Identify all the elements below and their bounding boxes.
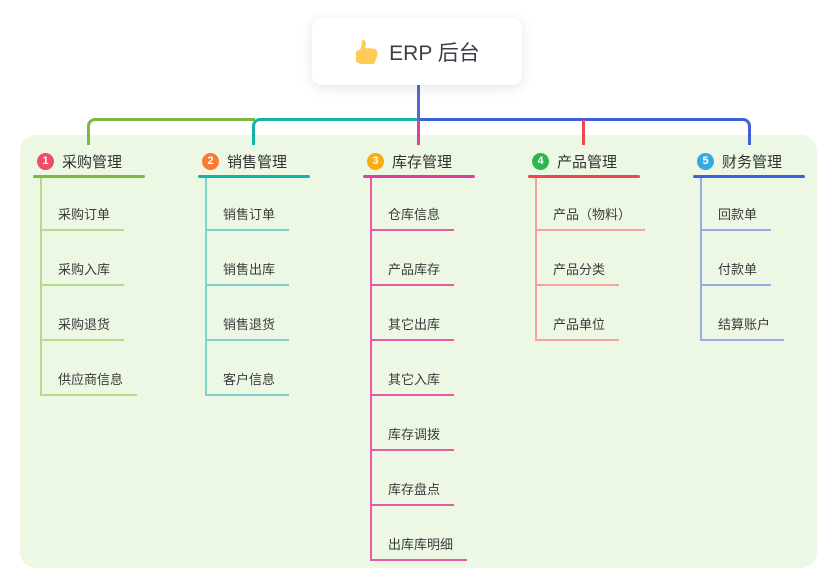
branch-label: 财务管理 (722, 154, 783, 171)
child-node[interactable]: 销售出库 (205, 233, 290, 286)
branch-node[interactable]: 2 销售管理 (198, 148, 364, 175)
connector-branch-2 (252, 118, 420, 145)
branch-label: 采购管理 (62, 154, 123, 171)
branch-badge: 1 (37, 153, 54, 170)
branch-node[interactable]: 3 库存管理 (363, 148, 529, 175)
child-node[interactable]: 库存盘点 (370, 453, 455, 506)
canvas-panel (20, 135, 817, 568)
child-connector (535, 178, 537, 341)
branch-badge: 2 (202, 153, 219, 170)
child-node[interactable]: 出库库明细 (370, 508, 468, 561)
branch-underline (198, 175, 310, 178)
child-node[interactable]: 销售订单 (205, 178, 290, 231)
root-title: ERP 后台 (389, 41, 480, 65)
branch-finance: 5 财务管理 回款单 付款单 结算账户 (693, 148, 839, 341)
connector-branch-4 (582, 120, 585, 145)
child-node[interactable]: 结算账户 (700, 288, 785, 341)
child-node[interactable]: 采购入库 (40, 233, 125, 286)
branch-inventory: 3 库存管理 仓库信息 产品库存 其它出库 其它入库 库存调拨 库存盘点 出库库… (363, 148, 529, 561)
child-connector (205, 178, 207, 396)
branch-underline (528, 175, 640, 178)
branch-label: 库存管理 (392, 154, 453, 171)
child-node[interactable]: 销售退货 (205, 288, 290, 341)
branch-underline (33, 175, 145, 178)
connector-branch-1 (87, 118, 255, 145)
child-connector (40, 178, 42, 396)
connector-branch-5 (582, 118, 751, 145)
child-node[interactable]: 仓库信息 (370, 178, 455, 231)
child-node[interactable]: 供应商信息 (40, 343, 138, 396)
branch-underline (693, 175, 805, 178)
child-node[interactable]: 产品分类 (535, 233, 620, 286)
branch-node[interactable]: 5 财务管理 (693, 148, 839, 175)
branch-label: 产品管理 (557, 154, 618, 171)
child-node[interactable]: 付款单 (700, 233, 772, 286)
root-connector (417, 84, 420, 121)
connector-branch-3 (417, 120, 420, 145)
branch-underline (363, 175, 475, 178)
child-connector (700, 178, 702, 341)
child-node[interactable]: 产品单位 (535, 288, 620, 341)
child-node[interactable]: 产品库存 (370, 233, 455, 286)
branch-purchase: 1 采购管理 采购订单 采购入库 采购退货 供应商信息 (33, 148, 199, 396)
child-node[interactable]: 产品（物料） (535, 178, 646, 231)
branch-node[interactable]: 4 产品管理 (528, 148, 694, 175)
child-node[interactable]: 其它入库 (370, 343, 455, 396)
connector-horizontal-right (419, 118, 584, 121)
branch-product: 4 产品管理 产品（物料） 产品分类 产品单位 (528, 148, 694, 341)
child-node[interactable]: 采购退货 (40, 288, 125, 341)
thumbs-up-icon (354, 39, 378, 64)
root-node[interactable]: ERP 后台 (312, 18, 522, 85)
child-node[interactable]: 其它出库 (370, 288, 455, 341)
child-node[interactable]: 采购订单 (40, 178, 125, 231)
child-node[interactable]: 回款单 (700, 178, 772, 231)
child-connector (370, 178, 372, 561)
branch-badge: 5 (697, 153, 714, 170)
branch-node[interactable]: 1 采购管理 (33, 148, 199, 175)
child-node[interactable]: 客户信息 (205, 343, 290, 396)
branch-badge: 3 (367, 153, 384, 170)
child-node[interactable]: 库存调拨 (370, 398, 455, 451)
branch-label: 销售管理 (227, 154, 288, 171)
branch-sales: 2 销售管理 销售订单 销售出库 销售退货 客户信息 (198, 148, 364, 396)
branch-badge: 4 (532, 153, 549, 170)
